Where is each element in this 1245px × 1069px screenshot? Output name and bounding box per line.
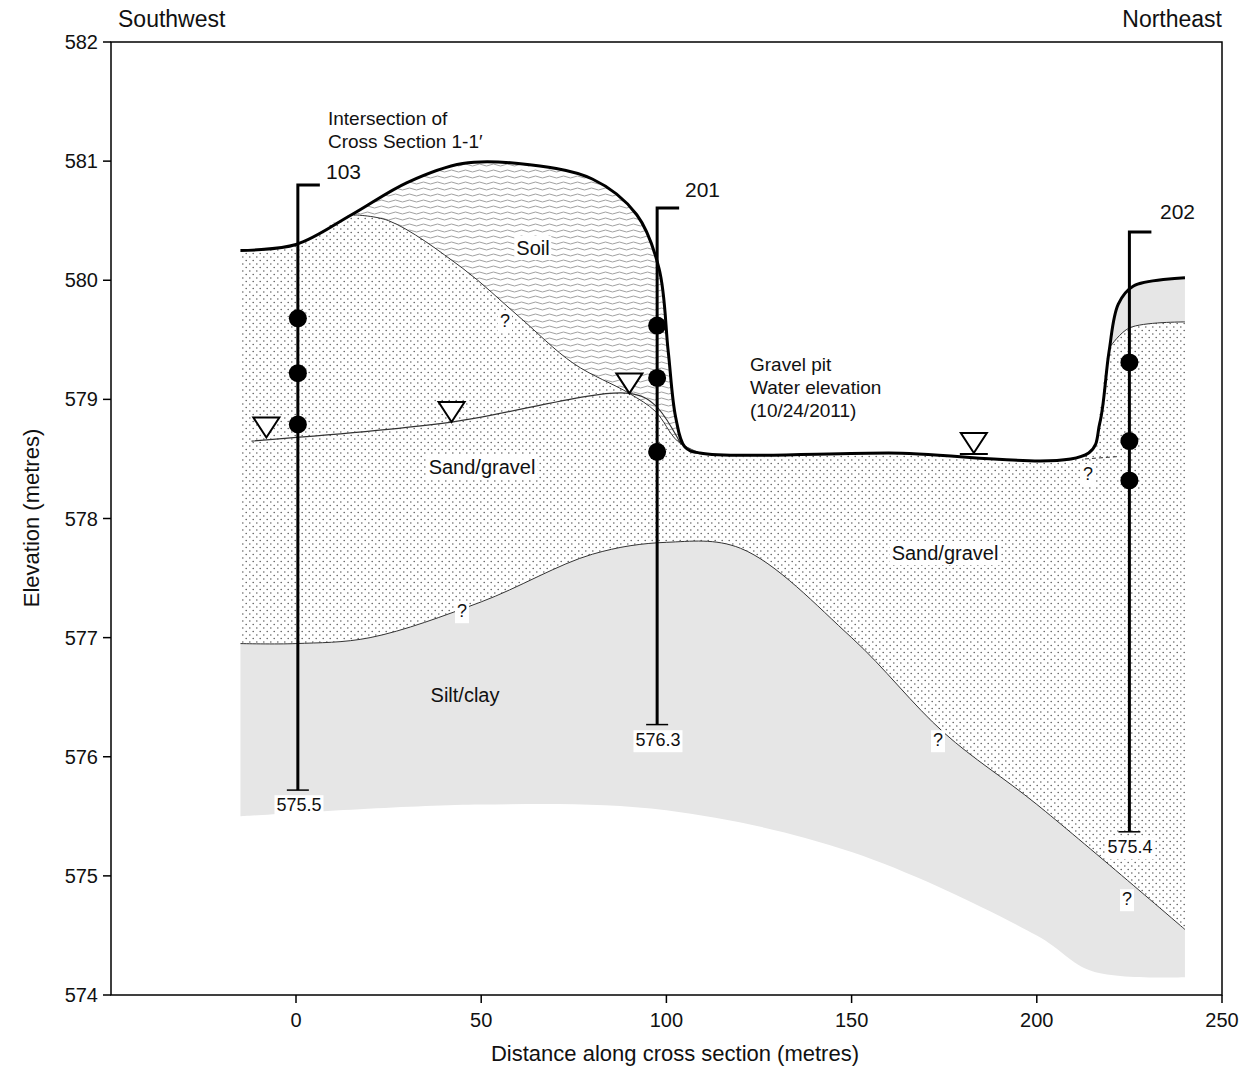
ground-surface [240, 162, 1185, 461]
y-tick [103, 280, 111, 282]
x-tick-label: 200 [1020, 1008, 1053, 1032]
illustration [240, 162, 1185, 978]
silt-clay-contact [240, 541, 1185, 929]
well-casing [298, 185, 320, 790]
screen-point [1120, 432, 1138, 450]
uncertain-contact-mark: ? [455, 601, 469, 623]
x-tick [480, 995, 482, 1003]
water-level-symbol [961, 433, 987, 453]
y-tick [103, 160, 111, 162]
y-tick [103, 637, 111, 639]
silt-clay-unit [240, 541, 1185, 977]
uncertain-contact-mark: ? [1120, 889, 1134, 911]
uncertain-contact-mark: ? [498, 311, 512, 333]
y-axis-title: Elevation (metres) [19, 429, 45, 608]
screen-point [1120, 471, 1138, 489]
uncertain-contact-mark: ? [931, 730, 945, 752]
x-tick-label: 250 [1205, 1008, 1238, 1032]
x-tick-label: 50 [470, 1008, 492, 1032]
x-tick-label: 100 [650, 1008, 683, 1032]
unit-label: Silt/clay [429, 683, 502, 707]
y-tick-label: 577 [65, 626, 98, 650]
screen-point [1120, 353, 1138, 371]
screen-point [289, 415, 307, 433]
screen-point [289, 309, 307, 327]
water-level-underline [960, 453, 988, 455]
well-casing [657, 208, 679, 725]
well-number: 202 [1160, 199, 1195, 224]
screen-point [648, 317, 666, 335]
inferred-contact [1085, 457, 1118, 459]
well-casing [1129, 232, 1151, 832]
uncertain-contact-mark: ? [1081, 464, 1095, 486]
plot-frame [111, 42, 1222, 995]
cap-contact [1111, 322, 1185, 346]
y-tick [103, 875, 111, 877]
well-depth: 575.4 [1105, 837, 1154, 859]
y-tick-label: 581 [65, 149, 98, 173]
unit-label: Sand/gravel [427, 455, 538, 479]
y-tick-label: 582 [65, 30, 98, 54]
direction-label: Northeast [1122, 6, 1222, 34]
y-tick [103, 994, 111, 996]
y-tick [103, 399, 111, 401]
y-tick [103, 518, 111, 520]
x-tick [295, 995, 297, 1003]
direction-label: Southwest [118, 6, 225, 34]
y-tick-label: 578 [65, 507, 98, 531]
screen-point [648, 369, 666, 387]
well-bottom-tick [646, 724, 668, 726]
y-tick-label: 575 [65, 864, 98, 888]
y-tick-label: 579 [65, 387, 98, 411]
y-tick-label: 576 [65, 745, 98, 769]
x-axis-title: Distance along cross section (metres) [491, 1041, 859, 1067]
unit-label: Sand/gravel [890, 541, 1001, 565]
well-depth: 576.3 [633, 730, 682, 752]
y-tick [103, 41, 111, 43]
y-tick-label: 580 [65, 268, 98, 292]
water-elevation-note: Gravel pit Water elevation (10/24/2011) [750, 354, 886, 422]
well-depth: 575.5 [274, 795, 323, 817]
water-table-line [252, 393, 682, 445]
well-number: 201 [685, 177, 720, 202]
well-bottom-tick [287, 789, 309, 791]
y-tick-label: 574 [65, 983, 98, 1007]
screen-point [289, 364, 307, 382]
water-level-symbol [616, 373, 642, 393]
unit-label: Soil [514, 236, 551, 260]
soil-contact [352, 215, 700, 453]
x-tick [666, 995, 668, 1003]
water-level-symbol [439, 402, 465, 422]
surface-cap-unit [1111, 278, 1185, 346]
section-intersection-note: Intersection of Cross Section 1-1′ [328, 108, 500, 154]
y-tick [103, 756, 111, 758]
x-tick-label: 150 [835, 1008, 868, 1032]
screen-point [648, 443, 666, 461]
water-level-symbol [253, 417, 279, 437]
x-tick-label: 0 [290, 1008, 301, 1032]
x-tick [1221, 995, 1223, 1003]
x-tick [851, 995, 853, 1003]
axes [103, 42, 1222, 1003]
well-bottom-tick [1118, 831, 1140, 833]
x-tick [1036, 995, 1038, 1003]
soil-unit [352, 162, 700, 453]
well-number: 103 [326, 159, 361, 184]
